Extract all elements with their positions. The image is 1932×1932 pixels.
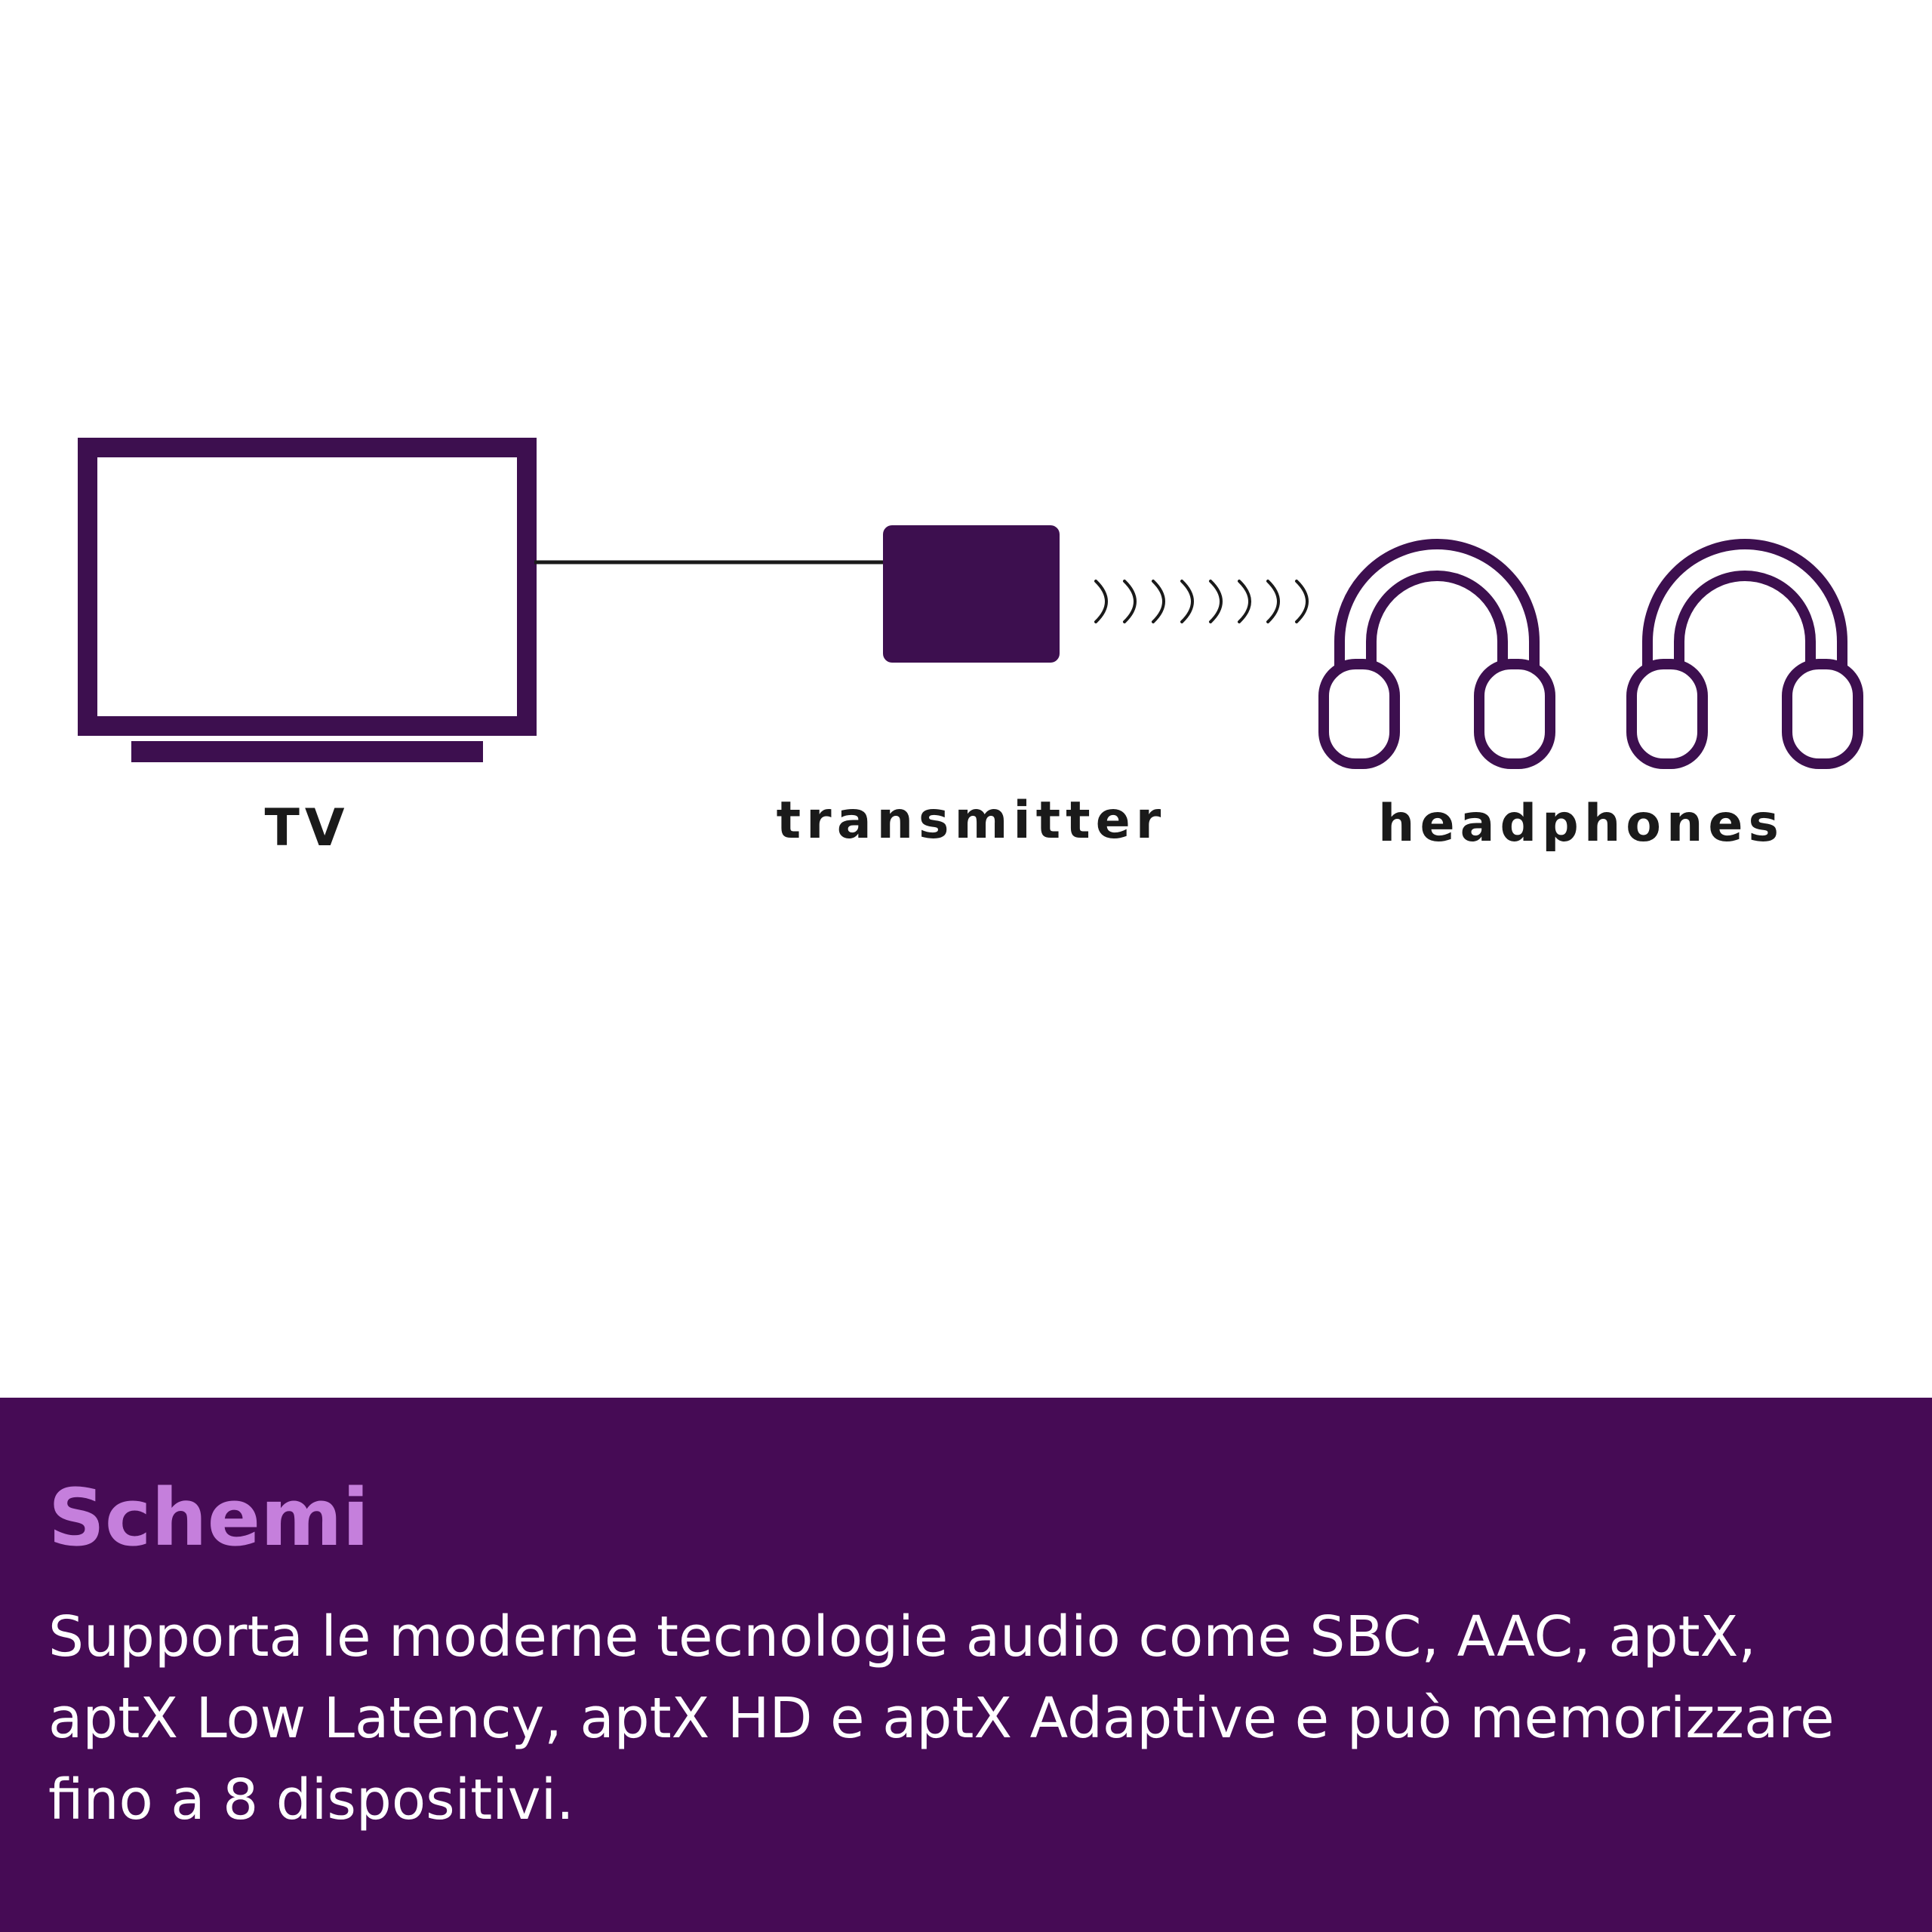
sound-wave-icon — [1123, 580, 1137, 623]
earcup-right — [1782, 659, 1863, 769]
tv-icon — [78, 438, 537, 762]
sound-waves — [1094, 580, 1309, 623]
sound-wave-icon — [1209, 580, 1223, 623]
earcup-left — [1626, 659, 1708, 769]
connection-diagram — [78, 438, 1863, 769]
headphones-label: headphones — [1378, 794, 1784, 854]
earcup-right — [1474, 659, 1555, 769]
sound-wave-icon — [1094, 580, 1108, 623]
info-panel — [0, 1398, 1932, 1932]
transmitter-icon — [883, 525, 1060, 663]
sound-wave-icon — [1180, 580, 1194, 623]
earcup-left — [1318, 659, 1400, 769]
headphones-group — [1318, 539, 1863, 769]
transmitter-label: transmitter — [776, 791, 1167, 851]
sound-wave-icon — [1266, 580, 1280, 623]
sound-wave-icon — [1152, 580, 1165, 623]
sound-wave-icon — [1238, 580, 1251, 623]
sound-wave-icon — [1295, 580, 1309, 623]
panel-title: Schemi — [48, 1472, 370, 1564]
headphones-icon — [1318, 539, 1555, 769]
panel-description: Supporta le moderne tecnologie audio com… — [48, 1604, 1835, 1832]
headphones-icon — [1626, 539, 1863, 769]
tv-label: TV — [264, 798, 350, 858]
